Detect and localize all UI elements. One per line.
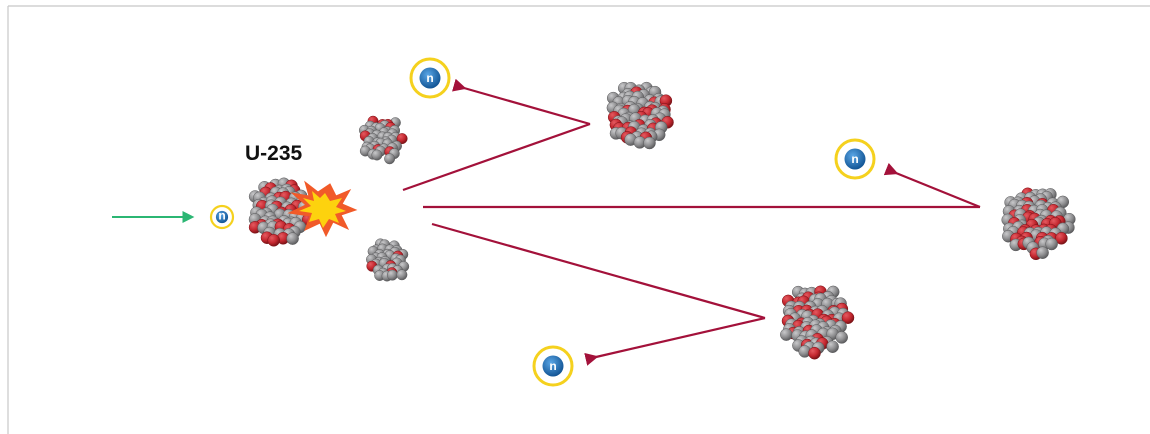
- neutron-symbol: n: [851, 152, 858, 166]
- path-middle-return: [883, 162, 981, 209]
- neutron-incoming-icon: n: [209, 204, 235, 230]
- fission-paths: [402, 78, 981, 366]
- neutron-particle: [1045, 237, 1058, 251]
- neutron-symbol: n: [426, 71, 433, 85]
- neutron-released-top-icon: n: [409, 57, 451, 99]
- neutron-particle: [1036, 246, 1049, 259]
- neutron-particle: [643, 136, 656, 150]
- neutron-particle: [396, 269, 408, 281]
- neutron-symbol: n: [218, 208, 225, 222]
- proton-particle: [841, 311, 855, 324]
- diagram-frame: [7, 5, 1150, 434]
- nucleus-upper-right: [606, 81, 674, 150]
- neutron-particle: [780, 328, 793, 341]
- u235-label: U-235: [245, 142, 303, 165]
- proton-particle: [267, 234, 280, 247]
- neutron-particle: [384, 153, 396, 165]
- neutron-released-bot-icon: n: [532, 345, 574, 387]
- neutron-particle: [371, 149, 383, 161]
- neutron-particle: [286, 232, 299, 245]
- path-upper-return: [452, 78, 591, 126]
- u235-nucleus: [248, 177, 316, 247]
- fission-fragment-upper: [358, 115, 408, 165]
- neutron-particle: [835, 331, 848, 344]
- neutron-released-mid-icon: n: [834, 138, 876, 180]
- proton-particle: [1055, 232, 1068, 245]
- fission-fragment-lower: [366, 238, 410, 282]
- path-upper: [402, 122, 591, 192]
- neutron-particle: [386, 269, 398, 281]
- path-lower: [431, 222, 766, 320]
- proton-particle: [808, 346, 821, 360]
- proton-particle: [396, 133, 408, 145]
- nucleus-lower-right: [780, 285, 855, 360]
- neutron-particle: [826, 340, 839, 353]
- path-lower-return: [584, 316, 766, 366]
- nucleus-far-right: [1001, 187, 1076, 261]
- neutron-symbol: n: [549, 359, 556, 373]
- fission-flash: [287, 180, 358, 238]
